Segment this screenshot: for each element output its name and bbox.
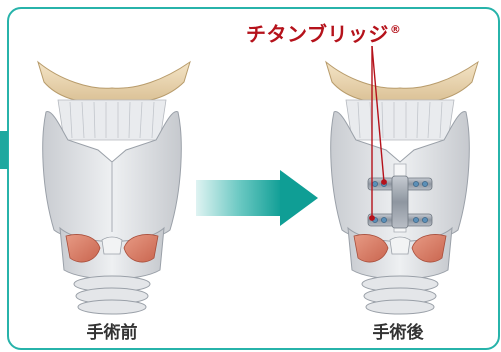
caption-before: 手術前	[87, 318, 138, 343]
hyoid-bone-after	[326, 62, 478, 104]
right-arrow-icon	[196, 170, 318, 226]
larynx-after	[326, 62, 478, 314]
caption-after: 手術後	[373, 318, 424, 343]
hyoid-bone-before	[38, 62, 190, 104]
registered-mark: ®	[390, 23, 402, 36]
larynx-before	[38, 62, 190, 314]
product-name-label: チタンブリッジ®	[246, 18, 401, 47]
